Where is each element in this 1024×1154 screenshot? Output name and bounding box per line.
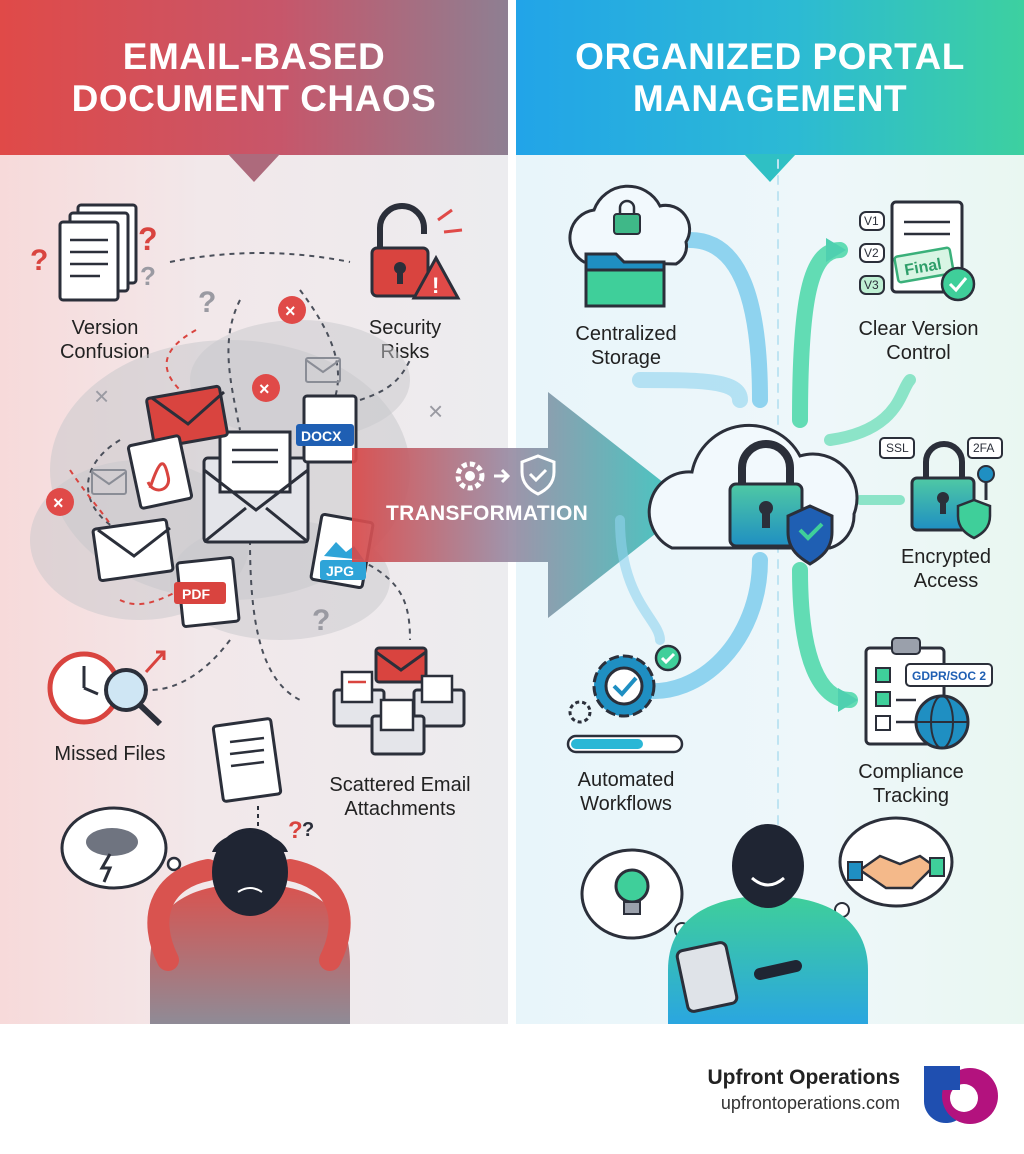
portal-banner: ORGANIZED PORTAL MANAGEMENT xyxy=(516,0,1024,155)
label-compliance-tracking: Compliance Tracking xyxy=(841,760,981,808)
label-version-confusion-line1: Version xyxy=(71,317,139,339)
footer xyxy=(0,1024,1024,1154)
chaos-banner: EMAIL-BASED DOCUMENT CHAOS xyxy=(0,0,508,155)
brand-url[interactable]: upfrontoperations.com xyxy=(720,1093,900,1113)
label-clear-version-control: Clear Version Control xyxy=(836,317,1001,365)
label-clear-version-control-line1: Clear Version xyxy=(858,318,979,340)
chaos-title-line1: EMAIL-BASED xyxy=(122,35,386,77)
brand-name[interactable]: Upfront Operations xyxy=(707,1066,901,1089)
upfront-operations-logo-icon xyxy=(923,1066,998,1124)
chaos-banner-pointer xyxy=(228,154,280,182)
label-compliance-tracking-line2: Tracking xyxy=(873,785,949,807)
label-automated-workflows: Automated Workflows xyxy=(556,768,696,816)
label-centralized-storage-line2: Storage xyxy=(590,347,662,369)
portal-title-line1: ORGANIZED PORTAL xyxy=(575,35,965,77)
label-security-risks-line1: Security xyxy=(368,317,442,339)
label-security-risks-line2: Risks xyxy=(380,341,430,363)
chaos-title: EMAIL-BASED DOCUMENT CHAOS xyxy=(72,36,437,120)
label-automated-workflows-line2: Workflows xyxy=(580,793,672,815)
chaos-title-line2: DOCUMENT CHAOS xyxy=(71,77,437,119)
label-centralized-storage-line1: Centralized xyxy=(575,323,677,345)
label-encrypted-access-line1: Encrypted xyxy=(900,546,992,568)
portal-title: ORGANIZED PORTAL MANAGEMENT xyxy=(575,36,965,120)
label-missed-files-line1: Missed Files xyxy=(54,743,166,765)
transformation-label: TRANSFORMATION xyxy=(386,502,589,525)
label-automated-workflows-line1: Automated xyxy=(577,769,675,791)
label-missed-files: Missed Files xyxy=(30,742,190,766)
label-scattered-attachments-line1: Scattered Email xyxy=(329,774,471,796)
label-scattered-attachments: Scattered Email Attachments xyxy=(310,773,490,821)
label-security-risks: Security Risks xyxy=(340,316,470,364)
label-version-confusion-line2: Confusion xyxy=(59,341,151,363)
label-compliance-tracking-line1: Compliance xyxy=(858,761,964,783)
portal-title-line2: MANAGEMENT xyxy=(632,77,908,119)
label-version-confusion: Version Confusion xyxy=(30,316,180,364)
label-scattered-attachments-line2: Attachments xyxy=(344,798,456,820)
label-encrypted-access-line2: Access xyxy=(913,570,979,592)
label-centralized-storage: Centralized Storage xyxy=(556,322,696,370)
portal-banner-pointer xyxy=(744,154,796,182)
label-clear-version-control-line2: Control xyxy=(886,342,951,364)
label-encrypted-access: Encrypted Access xyxy=(881,545,1011,593)
